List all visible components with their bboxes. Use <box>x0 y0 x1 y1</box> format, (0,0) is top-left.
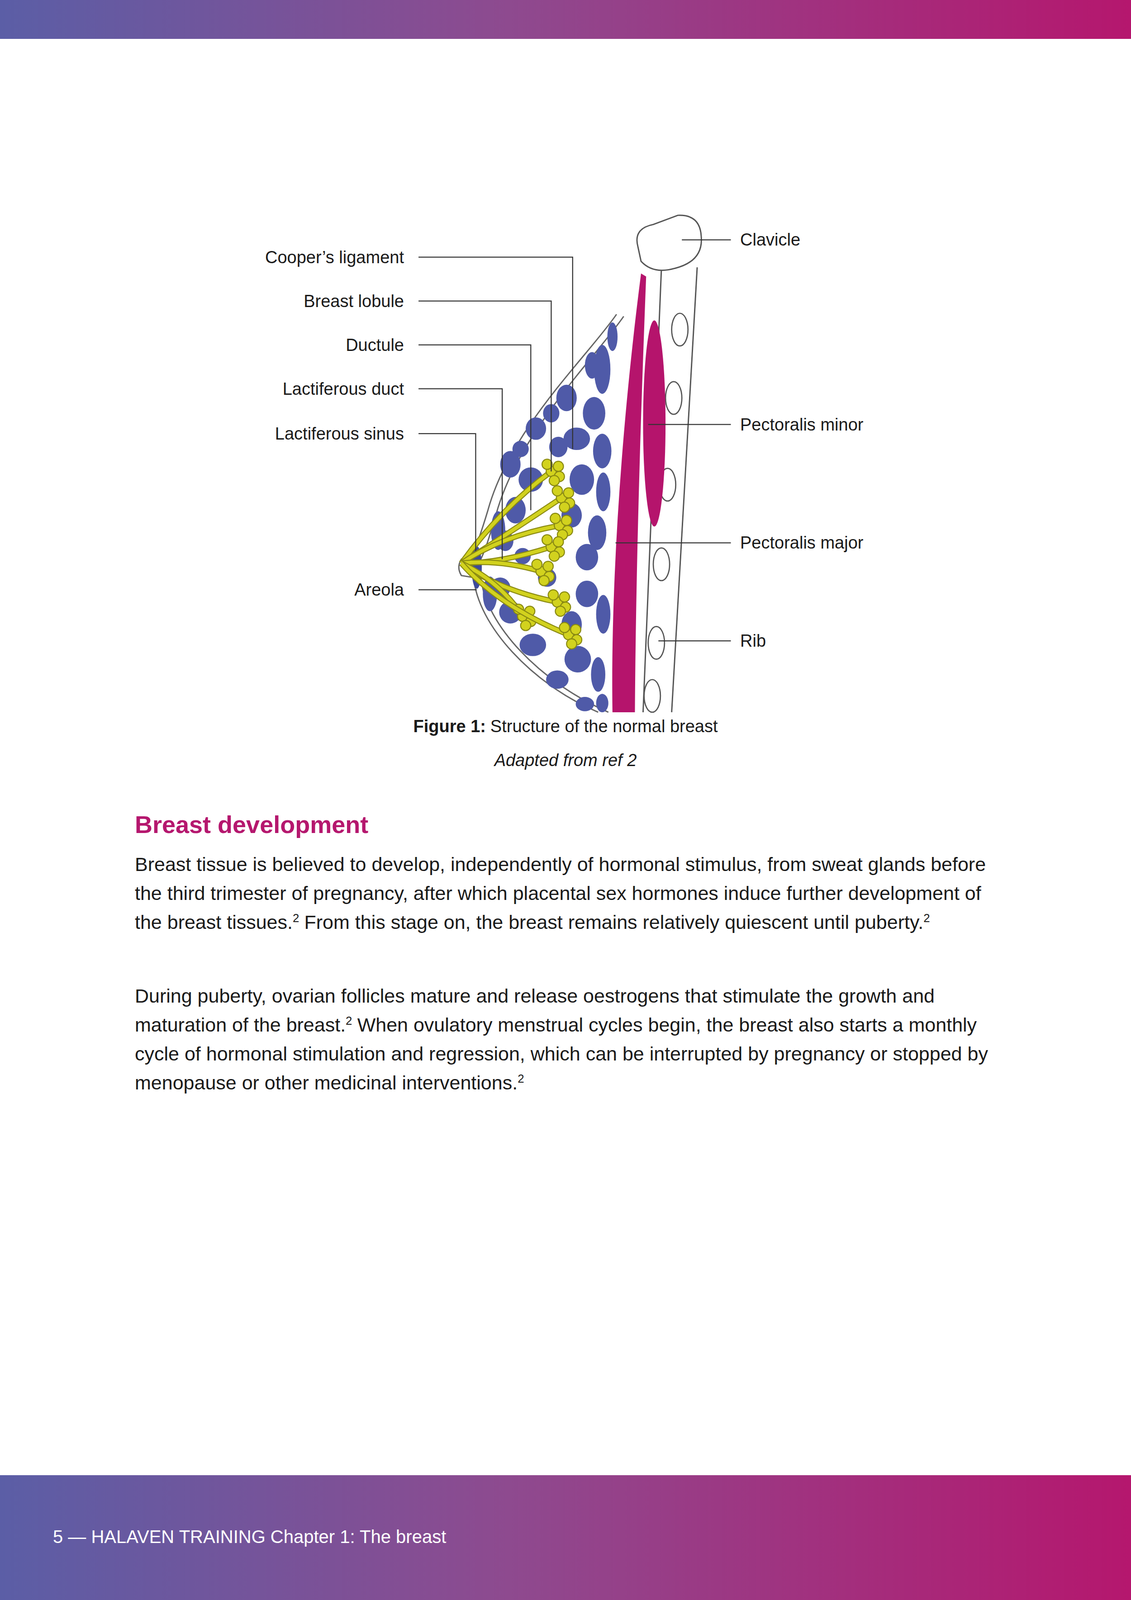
part-label: Lactiferous duct <box>282 379 404 400</box>
lactiferous-duct <box>461 498 562 564</box>
part-label: Cooper’s ligament <box>265 247 404 268</box>
breast-lobule-acinus <box>541 534 553 546</box>
fat-lobule <box>575 580 599 608</box>
rib-section <box>671 313 689 347</box>
part-label: Ductule <box>345 335 404 356</box>
leader-line <box>658 640 731 642</box>
breast-lobule-acinus <box>563 488 574 499</box>
fat-lobule <box>590 657 606 693</box>
breast-lobule-acinus <box>549 475 560 486</box>
figure-caption-row: Figure 1:Structure of the normal breast <box>0 715 1131 738</box>
part-label: Rib <box>740 631 766 652</box>
breast-lobule-acinus <box>549 551 560 562</box>
part-label: Pectoralis minor <box>740 414 864 435</box>
figure-caption: Structure of the normal breast <box>490 717 718 737</box>
fat-lobule <box>596 594 611 634</box>
fat-lobule <box>575 544 599 571</box>
fat-lobule <box>596 693 609 713</box>
figure-source: Adapted from ref 2 <box>0 749 1131 772</box>
breast-lobule-acinus <box>553 461 564 472</box>
clavicle-bone <box>636 215 702 271</box>
lactiferous-duct <box>461 471 552 564</box>
rib-section <box>644 679 661 713</box>
section-heading: Breast development <box>134 809 369 840</box>
fat-lobule <box>582 397 606 430</box>
part-label: Areola <box>354 579 404 600</box>
breast-lobule-acinus <box>555 606 566 617</box>
reference-number: 2 <box>345 1014 352 1028</box>
leader-line <box>418 433 476 552</box>
breast-lobule-acinus <box>520 620 532 632</box>
rib-section <box>665 381 682 415</box>
rib-section <box>648 626 665 660</box>
lactiferous-duct <box>461 563 569 636</box>
pectoralis-minor-muscle <box>642 320 666 528</box>
reference-number: 2 <box>517 1072 524 1086</box>
figure-number: Figure 1: <box>413 717 486 737</box>
footer-text: 5 — HALAVEN TRAINING Chapter 1: The brea… <box>52 1525 447 1550</box>
reference-number: 2 <box>923 912 930 925</box>
lactiferous-duct <box>461 563 569 636</box>
fat-lobule <box>549 437 568 458</box>
breast-lobule-acinus <box>542 561 554 572</box>
breast-lobule-acinus <box>552 485 563 497</box>
fat-lobule <box>525 417 547 441</box>
fat-lobule <box>607 322 618 352</box>
leader-line <box>681 239 731 241</box>
fat-lobule <box>556 384 577 412</box>
breast-lobule-acinus <box>553 536 564 548</box>
leader-line <box>418 345 531 511</box>
fat-lobule <box>519 633 547 657</box>
leader-line <box>615 542 732 544</box>
skin-outline <box>458 314 617 713</box>
part-label: Clavicle <box>740 229 801 250</box>
leader-line <box>648 424 732 426</box>
lactiferous-duct <box>461 498 562 564</box>
duct-system <box>461 459 582 650</box>
leader-line <box>418 589 477 591</box>
part-label: Pectoralis major <box>740 532 864 553</box>
breast-lobule-acinus <box>561 515 572 526</box>
breast-lobule-acinus <box>548 589 559 601</box>
breast-lobule-acinus <box>550 513 561 524</box>
fat-lobule <box>512 441 529 458</box>
breast-lobule-acinus <box>532 559 543 571</box>
fat-lobule <box>593 433 612 469</box>
breast-lobule-acinus <box>570 624 581 636</box>
fat-lobule <box>575 697 595 712</box>
header-bar <box>0 0 1131 39</box>
rib-cage <box>642 267 698 713</box>
reference-number: 2 <box>292 912 300 925</box>
body-text: From this stage on, the breast remains r… <box>304 911 924 934</box>
breast-lobule-acinus <box>559 622 570 633</box>
fat-lobule <box>596 472 611 512</box>
rib-section <box>653 548 670 581</box>
leader-line <box>418 257 573 450</box>
body-paragraph: During puberty, ovarian follicles mature… <box>134 981 996 1098</box>
fat-lobule <box>546 670 569 690</box>
fat-lobule <box>584 351 600 379</box>
leader-lines <box>418 239 731 642</box>
part-label: Lactiferous sinus <box>275 423 404 444</box>
breast-lobule-acinus <box>566 639 577 650</box>
fat-lobule <box>564 646 592 673</box>
breast-lobule-acinus <box>559 502 570 513</box>
breast-lobule-acinus <box>538 575 550 587</box>
lactiferous-duct <box>461 471 552 564</box>
part-label: Breast lobule <box>303 291 404 312</box>
body-paragraph: Breast tissue is believed to develop, in… <box>134 850 996 937</box>
breast-lobule-acinus <box>559 592 570 603</box>
leader-line <box>418 389 503 560</box>
